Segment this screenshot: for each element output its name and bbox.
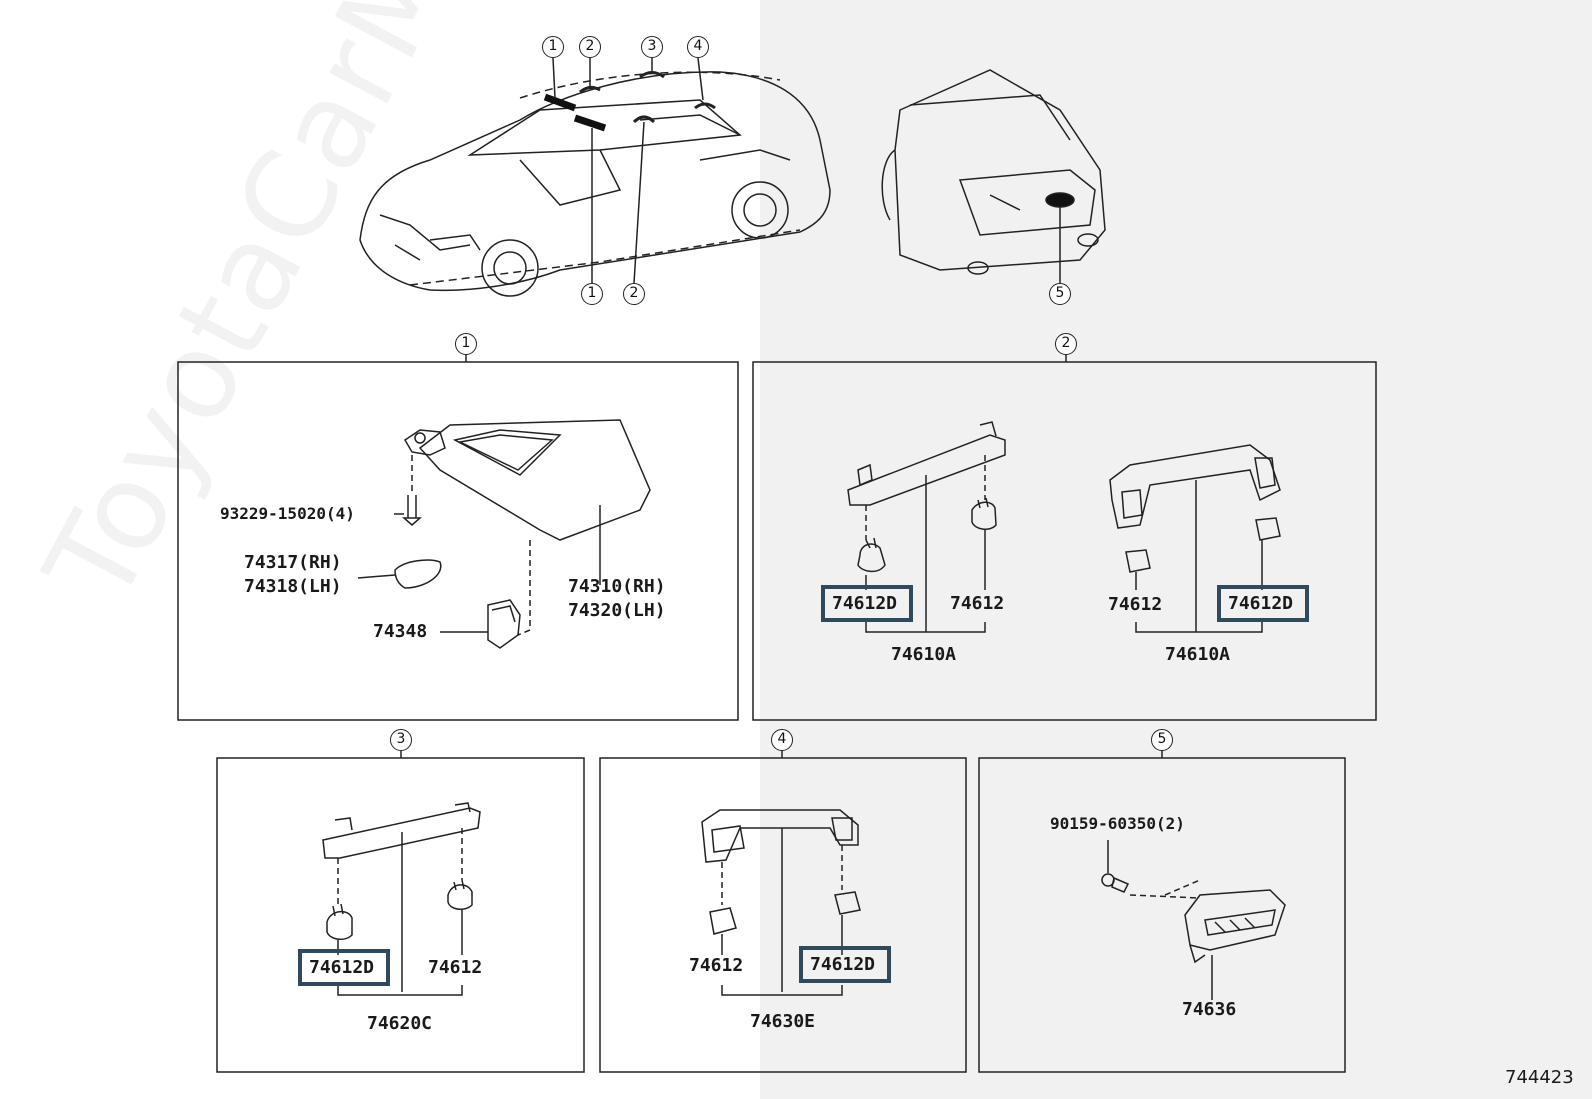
- car-front-illustration: [359, 71, 831, 297]
- panel-1-callout: 1: [455, 333, 477, 355]
- part-label-74610A: 74610A: [891, 644, 957, 665]
- part-label-screw: 90159-60350(2): [1050, 814, 1185, 833]
- part-label-74612D: 74612D: [832, 593, 898, 614]
- callout-2-bottom: 2: [623, 283, 645, 305]
- part-label-holder-rh: 74317(RH): [244, 552, 342, 573]
- callout-1-top: 1: [542, 36, 564, 58]
- part-label-74612: 74612: [689, 955, 744, 976]
- part-label-74610A: 74610A: [1165, 644, 1231, 665]
- part-label-74612D: 74612D: [1228, 593, 1294, 614]
- part-label-74620C: 74620C: [367, 1013, 433, 1034]
- part-label-74612D: 74612D: [810, 954, 876, 975]
- highlight-box: [1217, 585, 1309, 622]
- callout-4-top: 4: [687, 36, 709, 58]
- part-label-bolt: 93229-15020(4): [220, 504, 355, 523]
- part-label-visor-rh: 74310(RH): [568, 576, 666, 597]
- callout-3-top: 3: [641, 36, 663, 58]
- callout-1-bottom: 1: [581, 283, 603, 305]
- panel-4-callout: 4: [771, 729, 793, 751]
- assist-grip-right-illustration: [1109, 444, 1281, 573]
- part-label-74630E: 74630E: [750, 1011, 816, 1032]
- panel-3-callout: 3: [390, 729, 412, 751]
- highlight-box: [799, 946, 891, 983]
- panel-5-callout: 5: [1151, 729, 1173, 751]
- part-label-clip: 74348: [373, 621, 428, 642]
- panel-2-callout: 2: [1055, 333, 1077, 355]
- part-label-74612: 74612: [950, 593, 1005, 614]
- car-rear-illustration: [881, 69, 1106, 275]
- assist-grip-4-illustration: [701, 809, 861, 935]
- background-shade: [760, 0, 1592, 1099]
- part-label-visor-lh: 74320(LH): [568, 600, 666, 621]
- assist-grip-3-illustration: [322, 802, 481, 940]
- highlight-box: [298, 949, 390, 986]
- part-label-74612: 74612: [428, 957, 483, 978]
- part-label-holder-lh: 74318(LH): [244, 576, 342, 597]
- assist-grip-left-illustration: [847, 421, 1006, 573]
- highlight-box: [821, 585, 913, 622]
- part-label-74612: 74612: [1108, 594, 1163, 615]
- sun-visor-illustration: [403, 419, 651, 541]
- part-label-74636: 74636: [1182, 999, 1237, 1020]
- trunk-handle-illustration: [1101, 873, 1286, 964]
- diagram-id: 744423: [1505, 1067, 1574, 1088]
- part-label-74612D: 74612D: [309, 957, 375, 978]
- callout-5-bottom: 5: [1049, 283, 1071, 305]
- callout-2-top: 2: [579, 36, 601, 58]
